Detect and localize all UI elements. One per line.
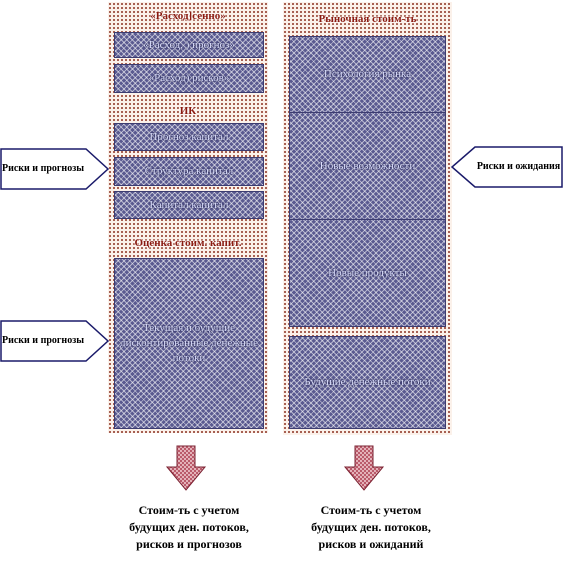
left-box-3: Прогноз капитал — [114, 123, 264, 151]
right-box-1: Психология рынка — [289, 36, 446, 113]
left-box-6-label: Текущая и будущие дисконтированные денеж… — [120, 322, 258, 364]
callout-right: Риски и ожидания — [451, 146, 563, 188]
right-panel-header: Рыночная стоим-ть — [318, 13, 417, 25]
right-box-2: Новые возможности — [289, 112, 446, 220]
left-box-6: Текущая и будущие дисконтированные денеж… — [114, 258, 264, 429]
callout-left-bottom-shape — [0, 320, 110, 362]
left-panel: «Расход]сенно» «Расход, ) прогноз» «Расх… — [108, 2, 268, 433]
left-section-1-header: «Расход]сенно» — [150, 10, 226, 22]
right-box-3: Новые продукты — [289, 219, 446, 327]
left-box-2: «Расход) рисков» — [114, 64, 264, 93]
left-box-2-label: «Расход) рисков» — [148, 72, 230, 84]
result-left-line-1: Стоим-ть с учетом — [138, 503, 240, 517]
left-box-3-label: Прогноз капитал — [149, 130, 229, 143]
callout-right-label: Риски и ожидания — [476, 161, 561, 172]
callout-right-shape — [451, 146, 563, 188]
left-box-4: Структура капитал — [114, 157, 264, 186]
left-box-5-label: Капитал капитал — [149, 198, 229, 211]
result-left: Стоим-ть с учетом будущих ден. потоков, … — [94, 502, 284, 553]
right-box-1-label: Психология рынка — [323, 68, 412, 80]
right-box-4: Будущие денежные потоки — [289, 336, 446, 429]
left-box-1: «Расход, ) прогноз» — [114, 32, 264, 58]
result-right-line-3: рисков и ожиданий — [318, 537, 424, 551]
callout-left-top: Риски и прогнозы — [0, 148, 110, 190]
result-left-line-3: рисков и прогнозов — [136, 537, 242, 551]
left-section-3-header: Оценка стоим. капит. — [134, 237, 242, 249]
left-box-4-label: Структура капитал — [144, 165, 234, 177]
result-left-line-2: будущих ден. потоков, — [129, 520, 249, 534]
callout-left-top-shape — [0, 148, 110, 190]
right-box-3-label: Новые продукты — [328, 266, 407, 279]
left-section-2-header: ИК — [179, 105, 197, 117]
callout-left-top-label: Риски и прогнозы — [1, 163, 85, 174]
down-arrow-icon-right — [343, 445, 385, 491]
result-right-line-2: будущих ден. потоков, — [311, 520, 431, 534]
right-panel: Рыночная стоим-ть Психология рынка Новые… — [283, 2, 452, 435]
right-box-2-label: Новые возможности — [319, 159, 416, 172]
result-right: Стоим-ть с учетом будущих ден. потоков, … — [276, 502, 466, 553]
callout-left-bottom: Риски и прогнозы — [0, 320, 110, 362]
callout-left-bottom-label: Риски и прогнозы — [1, 335, 85, 346]
down-arrow-icon-left — [165, 445, 207, 491]
left-box-1-label: «Расход, ) прогноз» — [143, 38, 235, 51]
left-box-5: Капитал капитал — [114, 191, 264, 219]
result-right-line-1: Стоим-ть с учетом — [320, 503, 422, 517]
right-box-4-label: Будущие денежные потоки — [304, 376, 431, 388]
